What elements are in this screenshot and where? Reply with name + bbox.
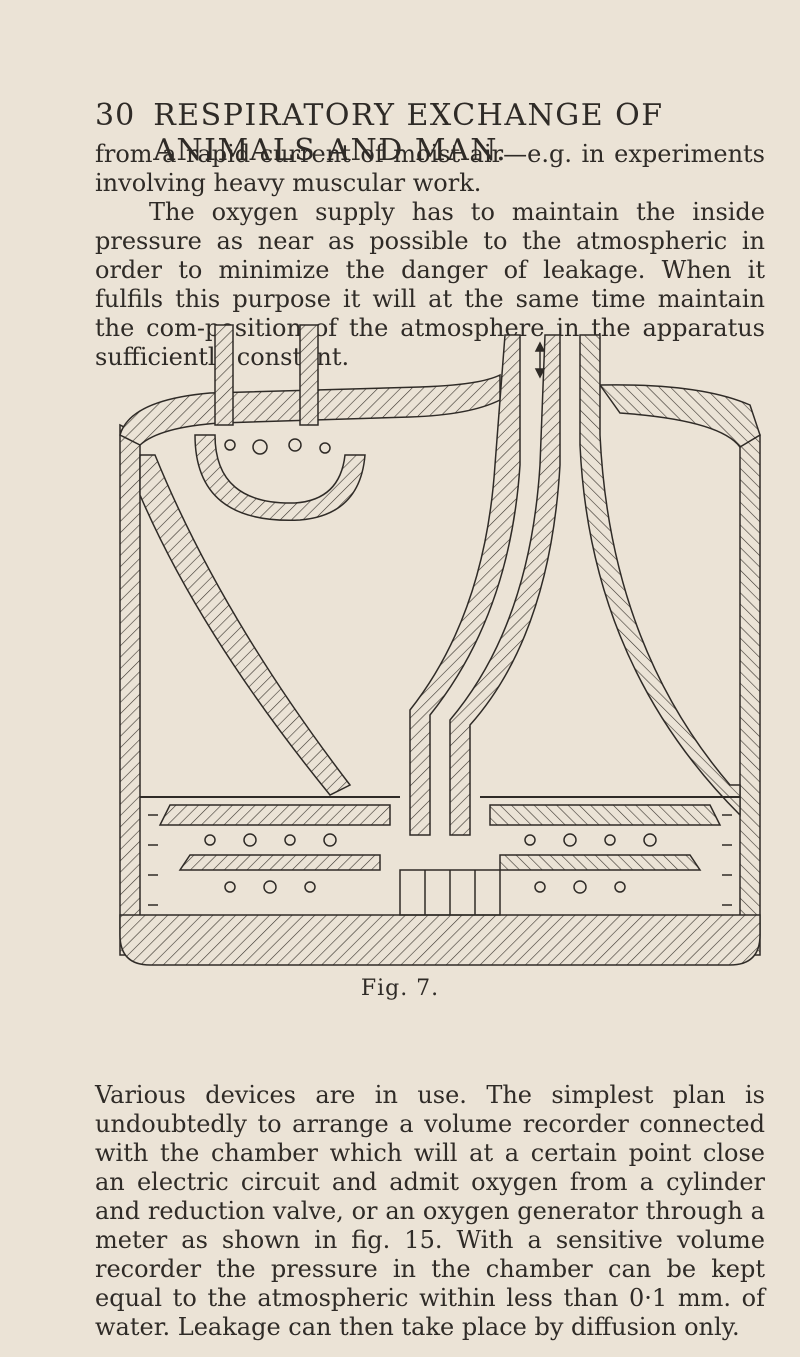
floor-slab	[119, 914, 761, 966]
page-number: 30	[95, 98, 136, 133]
left-tray-bubbles	[204, 833, 337, 894]
paragraph-3: Various devices are in use. The simplest…	[95, 1081, 765, 1341]
paragraph-1: from a rapid current of moist air—e.g. i…	[95, 140, 765, 197]
outer-right-wall	[739, 423, 761, 956]
right-ceiling	[598, 384, 761, 448]
left-upper-tray	[158, 804, 391, 826]
side-marks	[148, 814, 732, 906]
left-bowl	[194, 434, 366, 521]
running-title: RESPIRATORY EXCHANGE OF ANIMALS AND MAN.	[153, 98, 664, 168]
right-tray-bubbles	[524, 833, 657, 894]
left-lower-tray	[178, 854, 381, 871]
running-header: 30 RESPIRATORY EXCHANGE OF ANIMALS AND M…	[95, 98, 775, 168]
central-duct	[409, 334, 521, 836]
bowl-bubbles	[224, 438, 331, 455]
figure-caption: Fig. 7.	[360, 976, 440, 1001]
left-pipe-2	[299, 324, 319, 426]
left-diagonal-band	[139, 454, 352, 796]
left-pipe	[214, 324, 234, 426]
paragraph-2: The oxygen supply has to maintain the in…	[95, 198, 765, 371]
outer-left-wall	[119, 423, 141, 956]
flow-arrows	[534, 341, 546, 379]
chamber-cross-section-figure	[119, 324, 761, 966]
central-duct-2	[449, 334, 561, 836]
right-lower-tray	[499, 854, 702, 871]
right-diagonal-band	[579, 334, 741, 817]
right-upper-tray	[489, 804, 722, 826]
central-gate	[399, 869, 501, 916]
